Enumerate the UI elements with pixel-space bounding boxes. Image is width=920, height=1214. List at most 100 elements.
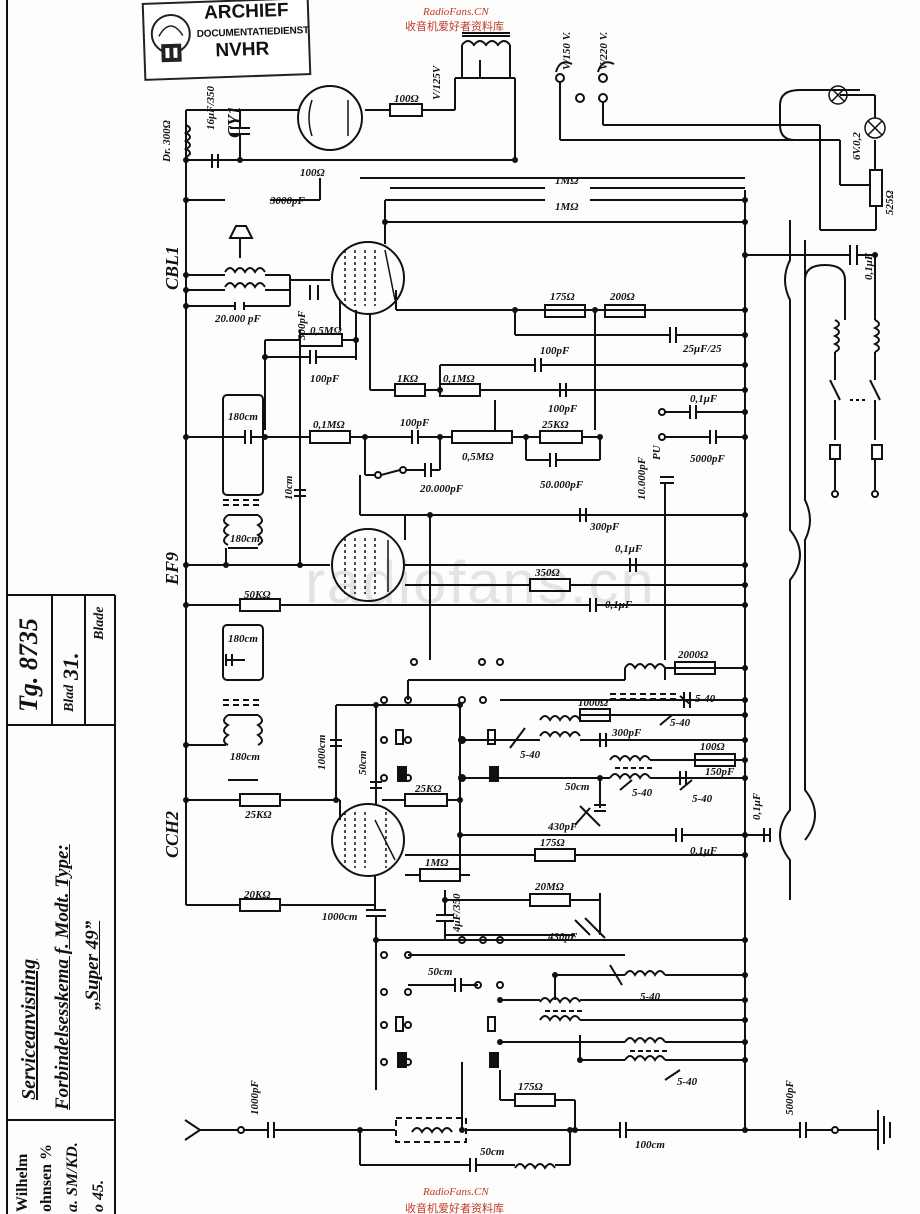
label-c5000a: 5000pF <box>690 453 726 465</box>
label-c01f: 0,1μF <box>863 252 875 280</box>
label-tr540e: 5-40 <box>692 793 713 805</box>
label-c100c: 100pF <box>548 403 578 415</box>
watermark-top-cn: 收音机爱好者资料库 <box>405 20 504 33</box>
title-firm1: Wilhelm <box>14 1153 31 1212</box>
label-c01d: 0,1μF <box>690 845 718 857</box>
title-firm2: ohnsen % <box>38 1143 55 1212</box>
label-c100a: 100pF <box>310 373 340 385</box>
label-r50k: 50KΩ <box>244 589 271 601</box>
label-tr540c: 5-40 <box>520 749 541 761</box>
label-r175b: 175Ω <box>540 837 566 849</box>
label-c01c: 0,1μF <box>605 599 633 611</box>
label-c180a: 180cm <box>228 411 258 423</box>
label-c100b: 100pF <box>540 345 570 357</box>
label-c10000: 10.000pF <box>636 456 648 500</box>
label-c50a: 50cm <box>357 750 369 775</box>
label-c300c: 300pF <box>611 727 642 739</box>
label-c20000a: 20.000 pF <box>214 313 262 325</box>
label-c1000pf: 1000pF <box>249 1080 261 1116</box>
watermark-top: RadioFans.CN <box>423 6 489 18</box>
label-r1m-a: 1MΩ <box>555 175 579 187</box>
title-num: o 45. <box>90 1180 107 1212</box>
title-line3: „Super 49” <box>82 920 103 1010</box>
label-r1000: 1000Ω <box>578 697 609 709</box>
label-r200: 200Ω <box>609 291 636 303</box>
label-tr540d: 5-40 <box>632 787 653 799</box>
label-tr540g: 5-40 <box>677 1076 698 1088</box>
tube-ef9: EF9 <box>162 552 182 586</box>
title-blad-label: Blad <box>62 684 77 712</box>
label-r25k-c: 25KΩ <box>244 809 272 821</box>
label-r175c: 175Ω <box>518 1081 544 1093</box>
label-c50c: 50cm <box>428 966 453 978</box>
label-c300a: 300pF <box>296 310 308 341</box>
title-blade: Blade <box>92 606 107 640</box>
label-c180d: 180cm <box>230 751 260 763</box>
label-c50b: 50cm <box>565 781 590 793</box>
label-tr540b: 5-40 <box>670 717 691 729</box>
label-r1m-c: 1MΩ <box>425 857 449 869</box>
label-c430a: 430pF <box>547 821 578 833</box>
label-c01e: 0,1μF <box>751 792 763 820</box>
title-tg: Tg. 8735 <box>14 618 43 712</box>
label-r25k-a: 25KΩ <box>541 419 569 431</box>
radio-logo-icon <box>150 13 191 63</box>
label-c100e: 100cm <box>635 1139 665 1151</box>
label-r175a: 175Ω <box>550 291 576 303</box>
label-pot05m: 0,5MΩ <box>462 451 495 463</box>
title-code: a. SM/KD. <box>64 1142 81 1212</box>
title-line2: Forbindelsesskema f. Modt. Type: <box>52 844 73 1110</box>
label-c180b: 180cm <box>230 533 260 545</box>
archive-stamp: ARCHIEF DOCUMENTATIEDIENST NVHR <box>141 0 312 81</box>
label-c430b: 430pF <box>547 931 578 943</box>
watermark-bottom: RadioFans.CN <box>423 1186 489 1198</box>
label-r01m-a: 0,1MΩ <box>443 373 476 385</box>
label-c50d: 50cm <box>480 1146 505 1158</box>
label-150v: V/150 V. <box>561 31 573 70</box>
label-pu: PU <box>651 444 663 460</box>
title-block-frame <box>6 0 116 1214</box>
label-c01a: 0,1μF <box>690 393 718 405</box>
label-r525: 525Ω <box>884 190 896 216</box>
label-r1k: 1KΩ <box>397 373 419 385</box>
label-c20000b: 20.000pF <box>419 483 464 495</box>
title-line1: Serviceanvisning <box>18 958 40 1100</box>
label-c4uf: 4μF/350 <box>451 893 463 933</box>
label-r20m: 20MΩ <box>534 881 565 893</box>
label-c3000: 3000pF <box>269 195 306 207</box>
label-r350: 350Ω <box>534 567 561 579</box>
label-c5000b: 5000pF <box>784 1080 796 1116</box>
label-c180c: 180cm <box>228 633 258 645</box>
label-tr540f: 5-40 <box>640 991 661 1003</box>
label-c50000: 50.000pF <box>540 479 584 491</box>
tube-cbl1: CBL1 <box>162 246 182 290</box>
label-r100-rect: 100Ω <box>394 93 420 105</box>
label-c25uf: 25μF/25 <box>682 343 722 355</box>
label-c150: 150pF <box>705 766 735 778</box>
label-c100d: 100pF <box>400 417 430 429</box>
label-c10cm: 10cm <box>283 475 295 500</box>
label-125v: V/125V <box>431 64 443 100</box>
watermark-bottom-cn: 收音机爱好者资料库 <box>405 1202 504 1214</box>
label-r01m-b: 0,1MΩ <box>313 419 346 431</box>
label-lamp: 6V.0,2 <box>851 132 863 160</box>
label-r25k-b: 25KΩ <box>414 783 442 795</box>
label-r05m: 0,5MΩ <box>310 325 343 337</box>
label-r100c: 100Ω <box>700 741 726 753</box>
label-c1000a: 1000cm <box>316 734 328 770</box>
tube-cy1: CY1 <box>224 106 244 138</box>
label-r2000: 2000Ω <box>677 649 709 661</box>
tube-cch2: CCH2 <box>162 811 182 858</box>
label-r1m-b: 1MΩ <box>555 201 579 213</box>
label-16uf: 16μF/350 <box>205 85 217 130</box>
label-c300b: 300pF <box>589 521 620 533</box>
label-r20k: 20KΩ <box>243 889 271 901</box>
label-r100-top: 100Ω <box>300 167 326 179</box>
label-220v: V/220 V. <box>598 31 610 70</box>
label-tr540a: 5-40 <box>695 693 716 705</box>
title-blad-num: 31. <box>58 652 83 681</box>
label-c01b: 0,1μF <box>615 543 643 555</box>
label-c1000b: 1000cm <box>322 911 358 923</box>
